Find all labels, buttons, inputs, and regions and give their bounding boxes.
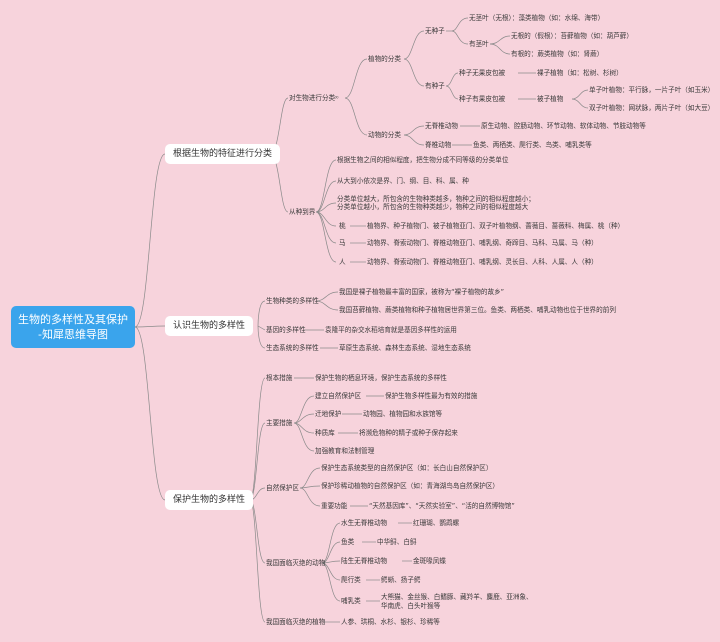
node-rank-3b[interactable]: 分类单位越小，所包含的生物种类越少，物种之间的相似程度越大 — [337, 203, 529, 211]
node-rank-2[interactable]: 从大到小依次是界、门、纲、目、科、属、种 — [337, 177, 469, 185]
node-reptile[interactable]: 爬行类 — [341, 576, 361, 584]
node-has-stem[interactable]: 有茎叶 — [469, 40, 489, 48]
node-relocate-1[interactable]: 动物园、植物园和水族馆等 — [363, 410, 443, 418]
node-species[interactable]: 生物种类的多样性 — [266, 297, 319, 305]
node-species-2[interactable]: 我国苔藓植物、蕨类植物和种子植物居世界第三位。鱼类、两栖类、哺乳动物也位于世界的… — [339, 306, 616, 314]
node-species-1[interactable]: 我国是裸子植物最丰富的国家，被称为“裸子植物的故乡” — [339, 288, 505, 296]
node-mammal-2[interactable]: 华南虎、白头叶猴等 — [381, 602, 441, 610]
node-fish[interactable]: 鱼类 — [341, 538, 355, 546]
node-bare-seed[interactable]: 种子无果皮包被 — [459, 69, 506, 77]
node-ranks[interactable]: 从种到界 — [289, 208, 316, 216]
node-reserve-1[interactable]: 保护生物多样性最为有效的措施 — [385, 392, 478, 400]
node-peach-path[interactable]: 植物界、种子植物门、被子植物亚门、双子叶植物纲、蔷薇目、蔷薇科、梅属、桃（种） — [367, 222, 625, 230]
node-relocate[interactable]: 迁地保护 — [315, 410, 342, 418]
node-nr-2[interactable]: 保护珍稀动植物的自然保护区（如：青海湖鸟岛自然保护区） — [321, 482, 500, 490]
node-gene[interactable]: 基因的多样性 — [266, 326, 306, 334]
node-nr-func-1[interactable]: “天然基因库”、“天然实验室”、“活的自然博物馆” — [369, 502, 515, 510]
node-gymno[interactable]: 裸子植物（如：松树、杉树） — [537, 69, 623, 77]
node-aquatic-1[interactable]: 红珊瑚、鹦鹉螺 — [413, 519, 460, 527]
node-root-measure-1[interactable]: 保护生物的栖息环境，保护生态系统的多样性 — [315, 374, 447, 382]
node-rank-3a[interactable]: 分类单位越大，所包含的生物种类越多，物种之间的相似程度越小； — [337, 195, 535, 203]
node-eco-1[interactable]: 草原生态系统、森林生态系统、湿地生态系统 — [339, 344, 471, 352]
node-no-spine-list[interactable]: 原生动物、腔肠动物、环节动物、软体动物、节肢动物等 — [481, 122, 646, 130]
node-mono[interactable]: 单子叶植物：平行脉，一片子叶（如玉米） — [589, 86, 715, 94]
node-fake-root[interactable]: 无根的（假根）：苔藓植物（如：葫芦藓） — [511, 32, 633, 40]
node-human-path[interactable]: 动物界、脊索动物门、脊椎动物亚门、哺乳纲、灵长目、人科、人属、人（种） — [367, 258, 598, 266]
node-law[interactable]: 加强教育和法制管理 — [315, 447, 375, 455]
node-fish-1[interactable]: 中华鲟、白鲟 — [377, 538, 417, 546]
node-horse-path[interactable]: 动物界、脊索动物门、脊椎动物亚门、哺乳纲、奇蹄目、马科、马属、马（种） — [367, 239, 598, 247]
branch-diversity[interactable]: 认识生物的多样性 — [165, 316, 254, 336]
node-mammal[interactable]: 哺乳类 — [341, 597, 361, 605]
node-peach[interactable]: 桃 — [339, 222, 346, 230]
node-endangered-animals[interactable]: 我国面临灭绝的动物 — [266, 559, 326, 567]
branch-classification[interactable]: 根据生物的特征进行分类 — [165, 144, 281, 164]
node-seedbank[interactable]: 种质库 — [315, 429, 335, 437]
root-node[interactable]: 生物的多样性及其保护 -知犀思维导图 — [11, 306, 135, 348]
node-angio[interactable]: 被子植物 — [537, 95, 564, 103]
node-main-measure[interactable]: 主要措施 — [266, 419, 293, 427]
node-eco[interactable]: 生态系统的多样性 — [266, 344, 319, 352]
root-title: 生物的多样性及其保护 — [18, 313, 128, 326]
node-has-seed[interactable]: 有种子 — [425, 82, 445, 90]
node-nr-1[interactable]: 保护生态系统类型的自然保护区（如：长白山自然保护区） — [321, 464, 493, 472]
node-covered-seed[interactable]: 种子有果皮包被 — [459, 95, 506, 103]
node-has-root[interactable]: 有根的：蕨类植物（如：肾蕨） — [511, 50, 604, 58]
node-plants-1[interactable]: 人参、珙桐、水杉、银杉、珍稀等 — [341, 618, 440, 626]
node-horse[interactable]: 马 — [339, 239, 346, 247]
node-no-spine[interactable]: 无脊椎动物 — [425, 122, 458, 130]
root-subtitle: -知犀思维导图 — [38, 328, 108, 341]
node-reptile-1[interactable]: 鳄蜥、扬子鳄 — [381, 576, 421, 584]
branch-protection[interactable]: 保护生物的多样性 — [165, 490, 254, 510]
node-seedbank-1[interactable]: 将濒危物种的精子或种子保存起来 — [359, 429, 458, 437]
node-mammal-1[interactable]: 大熊猫、金丝猴、白鳍豚、藏羚羊、麋鹿、亚洲象、 — [381, 593, 533, 601]
node-no-seed[interactable]: 无种子 — [425, 27, 445, 35]
node-dicot[interactable]: 双子叶植物：网状脉，两片子叶（如大豆） — [589, 104, 715, 112]
node-reserve[interactable]: 建立自然保护区 — [315, 392, 362, 400]
node-land-inv[interactable]: 陆生无脊椎动物 — [341, 557, 388, 565]
node-land-inv-1[interactable]: 金斑喙凤蝶 — [413, 557, 446, 565]
link-icon: ∞ — [334, 94, 339, 101]
node-animal-class[interactable]: 动物的分类 — [368, 131, 401, 139]
node-spine-list[interactable]: 鱼类、两栖类、爬行类、鸟类、哺乳类等 — [473, 141, 592, 149]
node-nature-reserve[interactable]: 自然保护区 — [266, 484, 299, 492]
node-endangered-plants[interactable]: 我国面临灭绝的植物 — [266, 618, 326, 626]
node-root-measure[interactable]: 根本措施 — [266, 374, 293, 382]
node-no-stem[interactable]: 无茎叶（无根）：藻类植物（如：水绵、海带） — [469, 14, 605, 22]
node-human[interactable]: 人 — [339, 258, 346, 266]
node-by-feature[interactable]: 对生物进行分类 — [289, 94, 336, 102]
node-plant-class[interactable]: 植物的分类 — [368, 55, 401, 63]
node-gene-1[interactable]: 袁隆平的杂交水稻培育就是基因多样性的运用 — [325, 326, 457, 334]
node-spine[interactable]: 脊椎动物 — [425, 141, 452, 149]
node-aquatic[interactable]: 水生无脊椎动物 — [341, 519, 388, 527]
node-nr-func[interactable]: 重要功能 — [321, 502, 348, 510]
node-rank-1[interactable]: 根据生物之间的相似程度，把生物分成不同等级的分类单位 — [337, 156, 509, 164]
